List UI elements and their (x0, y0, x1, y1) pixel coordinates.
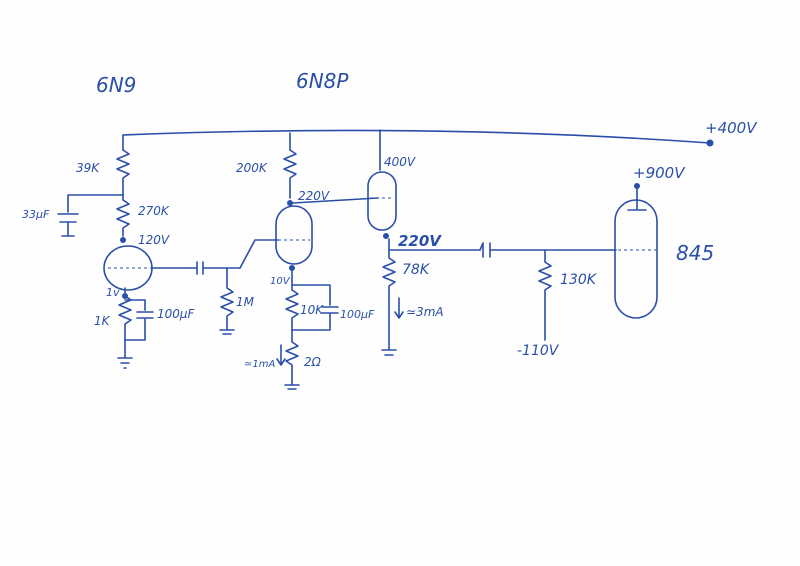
current-arrow-stage2 (276, 344, 286, 366)
b-plus-terminal (706, 139, 714, 147)
tube-6n8p-b (367, 171, 397, 231)
label-b-plus: +400V (705, 119, 758, 137)
node-220v-stage2 (287, 200, 293, 206)
tube-6n8p-a (275, 205, 313, 265)
resistor-1m (220, 267, 234, 331)
ground-stage2 (284, 377, 300, 390)
ground-follower (381, 299, 397, 356)
label-78k: 78K (402, 262, 431, 278)
label-100uf-stage1: 100µF (157, 307, 196, 321)
label-200k: 200K (236, 161, 268, 175)
plate-link-follower (292, 197, 379, 204)
label-33uf: 33µF (22, 208, 50, 221)
label-900v: +900V (633, 164, 686, 182)
grid-lead-6n8p (239, 239, 279, 269)
label-bias: -110V (517, 343, 560, 359)
bypass-cap-stage2 (291, 284, 339, 331)
label-3ma: ≃3mA (406, 305, 444, 319)
resistor-39k (116, 149, 130, 196)
bypass-cap-stage1 (124, 299, 154, 341)
resistor-200k (283, 149, 297, 199)
ground-stage1 (117, 344, 133, 369)
label-39k: 39K (76, 161, 100, 175)
label-10v: 10V (270, 276, 291, 287)
label-1ma: ≃1mA (244, 359, 275, 370)
label-130k: 130K (560, 272, 598, 288)
coupling-cap-1 (189, 261, 241, 275)
label-2ohm: 2Ω (304, 355, 322, 369)
coupling-cap-2 (479, 242, 617, 258)
node-120v (120, 237, 126, 243)
label-tube-6n8p: 6N8P (296, 69, 349, 93)
resistor-78k (382, 238, 396, 301)
label-220v-follower: 220V (398, 232, 442, 250)
label-400v: 400V (384, 155, 416, 169)
label-1v: 1v (106, 286, 120, 299)
label-tube-845: 845 (676, 241, 714, 265)
label-1k: 1K (94, 314, 111, 328)
label-120v: 120V (138, 233, 170, 247)
label-10k: 10K (300, 303, 324, 317)
plate-845 (627, 185, 647, 211)
capacitor-33uf (57, 213, 79, 237)
label-270k: 270K (138, 204, 170, 218)
tube-845 (614, 199, 658, 319)
resistor-1k (118, 295, 132, 346)
current-arrow-follower (394, 297, 404, 319)
label-220v-stage2: 220V (298, 189, 330, 203)
label-100uf-stage2: 100µF (340, 308, 375, 321)
label-1m: 1M (236, 295, 255, 309)
node-900v (634, 183, 640, 189)
resistor-270k (116, 194, 130, 237)
label-tube-6n9: 6N9 (96, 73, 136, 97)
resistor-10k (285, 270, 299, 331)
node-220v-follower (383, 233, 389, 239)
ground-1m (219, 329, 235, 335)
resistor-130k (538, 249, 552, 341)
node-10v (289, 265, 295, 271)
b-plus-rail (122, 129, 711, 144)
node-39k-270k (67, 194, 124, 213)
resistor-2ohm (285, 329, 299, 379)
